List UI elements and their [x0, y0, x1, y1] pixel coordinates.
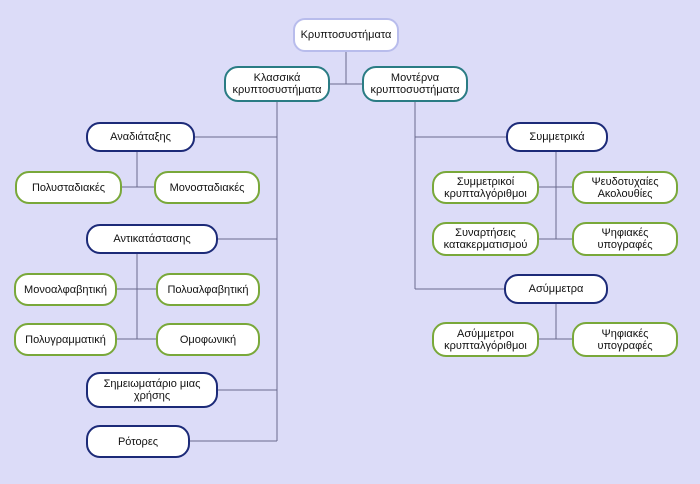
- monoalphabetic-node: Μονοαλφαβητική: [14, 273, 117, 306]
- asymmetric-algorithms-label: Ασύμμετροι κρυπταλγόριθμοι: [444, 327, 527, 352]
- multi-stage-node: Πολυσταδιακές: [15, 171, 122, 204]
- asymmetric-node: Ασύμμετρα: [504, 274, 608, 304]
- modern-cryptosystems-label: Μοντέρνα κρυπτοσυστήματα: [370, 72, 460, 96]
- transposition-label: Αναδιάταξης: [110, 131, 171, 143]
- hash-functions-node: Συναρτήσεις κατακερματισμού: [432, 222, 539, 256]
- asymmetric-digital-signatures-label: Ψηφιακές υπογραφές: [597, 327, 653, 352]
- pseudorandom-sequences-label: Ψευδοτυχαίες Ακολουθίες: [591, 175, 659, 200]
- asymmetric-digital-signatures-node: Ψηφιακές υπογραφές: [572, 322, 678, 357]
- root-label: Κρυπτοσυστήματα: [300, 29, 392, 41]
- multi-stage-label: Πολυσταδιακές: [31, 181, 106, 194]
- single-stage-node: Μονοσταδιακές: [154, 171, 260, 204]
- classical-cryptosystems-label: Κλασσικά κρυπτοσυστήματα: [232, 72, 322, 96]
- root-node: Κρυπτοσυστήματα: [293, 18, 399, 52]
- symmetric-node: Συμμετρικά: [506, 122, 608, 152]
- classical-cryptosystems-node: Κλασσικά κρυπτοσυστήματα: [224, 66, 330, 102]
- transposition-node: Αναδιάταξης: [86, 122, 195, 152]
- hash-functions-label: Συναρτήσεις κατακερματισμού: [443, 227, 528, 251]
- symmetric-digital-signatures-label: Ψηφιακές υπογραφές: [597, 227, 653, 251]
- homophonic-node: Ομοφωνική: [156, 323, 260, 356]
- homophonic-label: Ομοφωνική: [179, 333, 237, 346]
- substitution-node: Αντικατάστασης: [86, 224, 218, 254]
- asymmetric-algorithms-node: Ασύμμετροι κρυπταλγόριθμοι: [432, 322, 539, 357]
- polyalphabetic-node: Πολυαλφαβητική: [156, 273, 260, 306]
- one-time-pad-label: Σημειωματάριο μιας χρήσης: [103, 378, 201, 402]
- single-stage-label: Μονοσταδιακές: [169, 181, 245, 194]
- polygrammatic-node: Πολυγραμματική: [14, 323, 117, 356]
- polyalphabetic-label: Πολυαλφαβητική: [167, 283, 249, 296]
- monoalphabetic-label: Μονοαλφαβητική: [24, 283, 107, 296]
- rotors-node: Ρότορες: [86, 425, 190, 458]
- symmetric-algorithms-label: Συμμετρικοί κρυπταλγόριθμοι: [444, 175, 527, 200]
- modern-cryptosystems-node: Μοντέρνα κρυπτοσυστήματα: [362, 66, 468, 102]
- asymmetric-label: Ασύμμετρα: [528, 283, 584, 295]
- symmetric-algorithms-node: Συμμετρικοί κρυπταλγόριθμοι: [432, 171, 539, 204]
- polygrammatic-label: Πολυγραμματική: [25, 333, 106, 346]
- one-time-pad-node: Σημειωματάριο μιας χρήσης: [86, 372, 218, 408]
- pseudorandom-sequences-node: Ψευδοτυχαίες Ακολουθίες: [572, 171, 678, 204]
- symmetric-label: Συμμετρικά: [529, 131, 585, 143]
- rotors-label: Ρότορες: [117, 435, 159, 448]
- substitution-label: Αντικατάστασης: [113, 233, 191, 245]
- symmetric-digital-signatures-node: Ψηφιακές υπογραφές: [572, 222, 678, 256]
